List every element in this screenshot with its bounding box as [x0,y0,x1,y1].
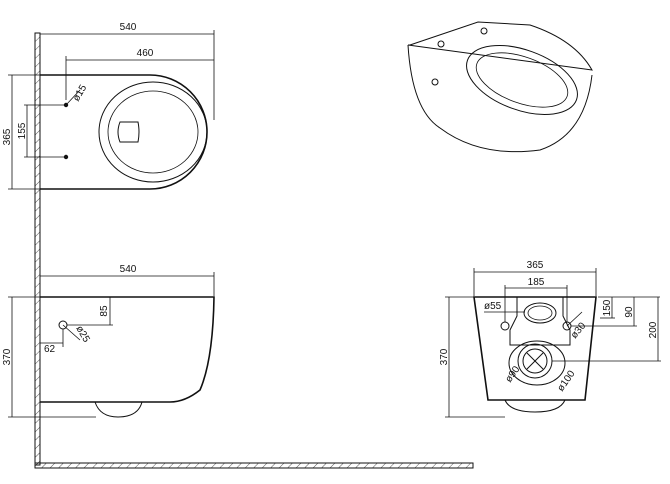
side-dim-hole-dia: ø25 [73,324,91,345]
side-dim-85: 85 [99,305,110,317]
rear-dim-200: 200 [648,321,659,338]
side-view: 540 85 62 ø25 370 [2,264,215,418]
rear-dim-right-dia: ø30 [569,320,589,341]
top-dim-155: 155 [17,122,28,139]
rear-dim-370: 370 [439,348,450,365]
side-dim-370: 370 [2,348,13,365]
rear-dim-365: 365 [527,260,544,271]
rear-dim-outlet-outer: ø100 [555,368,577,393]
rear-dim-90: 90 [624,306,635,318]
floor-section [34,462,474,469]
top-hole-lower [63,154,69,160]
rear-dim-185: 185 [528,277,545,288]
top-dim-hole-dia: ø15 [71,83,89,104]
side-dim-540: 540 [120,264,137,275]
rear-dim-150: 150 [602,299,613,316]
top-dim-460: 460 [137,48,154,59]
side-dim-62: 62 [44,344,56,355]
wall-section [34,32,41,466]
rear-dim-outlet-inner: ø90 [503,364,522,385]
perspective-view [407,21,593,153]
top-dim-365: 365 [2,128,13,145]
top-dim-540: 540 [120,22,137,33]
rear-hole-left [500,321,510,331]
rear-view: 365 185 ø55 ø30 150 90 200 370 ø90 ø100 [439,260,661,418]
top-view: 540 460 ø15 365 155 [2,22,215,190]
rear-dim-left-dia: ø55 [484,301,502,312]
